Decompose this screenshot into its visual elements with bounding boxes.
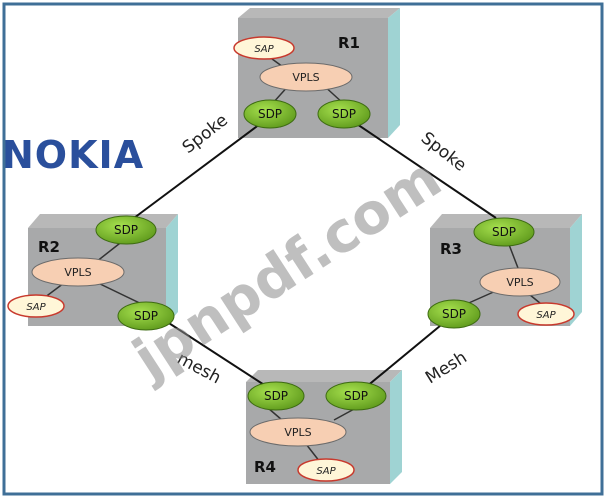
- nokia-logo: NOKIA: [2, 133, 144, 177]
- r4-sap-oval: [297, 458, 355, 482]
- r1-sdp-right-oval: [317, 99, 371, 129]
- r4-sap-label: SAP: [316, 466, 336, 477]
- link-label-r3-r4: Mesh: [422, 348, 471, 389]
- r4-sdp-left-oval: [247, 381, 305, 411]
- r1-sdp-left-label: SDP: [258, 107, 282, 121]
- link-r1-r3: [347, 117, 497, 219]
- r4-vpls-label: VPLS: [284, 426, 311, 439]
- router-r1-top: [238, 8, 400, 18]
- router-r2-label: R2: [38, 238, 60, 256]
- router-r4-side: [390, 370, 402, 484]
- r2-sap-oval: [7, 294, 65, 318]
- router-r2-side: [166, 214, 178, 326]
- r3-sdp-bottom-oval: [427, 299, 481, 329]
- router-r4-label: R4: [254, 458, 276, 476]
- link-r3-r4: [359, 315, 453, 393]
- router-r1-side: [388, 8, 400, 138]
- r1-sap-label: SAP: [254, 44, 274, 55]
- r2-vpls-label: VPLS: [64, 266, 91, 279]
- diagram-frame: [2, 2, 604, 496]
- r3-sdp-top-label: SDP: [492, 225, 516, 239]
- r2-sdp-top-label: SDP: [114, 223, 138, 237]
- link-r1-r2: [133, 117, 269, 219]
- r2-sap-label: SAP: [26, 302, 46, 313]
- r3-sap-oval: [517, 302, 575, 326]
- r3-sdp-top-oval: [473, 217, 535, 247]
- r2-sdp-top-oval: [95, 215, 157, 245]
- r3-vpls-oval: [479, 267, 561, 297]
- router-r3-side: [570, 214, 582, 326]
- r1-sdp-right-label: SDP: [332, 107, 356, 121]
- r4-vpls-oval: [249, 417, 347, 447]
- r4-sdp-right-label: SDP: [344, 389, 368, 403]
- router-r3-label: R3: [440, 240, 462, 258]
- router-r4-top: [246, 370, 402, 382]
- r4-sdp-left-label: SDP: [264, 389, 288, 403]
- r3-vpls-label: VPLS: [506, 276, 533, 289]
- r1-vpls-oval: [259, 62, 353, 92]
- r1-sdp-left-oval: [243, 99, 297, 129]
- r1-sap-oval: [233, 36, 295, 60]
- r3-sdp-bottom-label: SDP: [442, 307, 466, 321]
- router-r1-label: R1: [338, 34, 360, 52]
- r1-vpls-label: VPLS: [292, 71, 319, 84]
- r2-vpls-oval: [31, 257, 125, 287]
- r2-sdp-bottom-oval: [117, 301, 175, 331]
- link-r2-r4: [157, 315, 273, 391]
- r2-sdp-bottom-label: SDP: [134, 309, 158, 323]
- r4-sdp-right-oval: [325, 381, 387, 411]
- r3-sap-label: SAP: [536, 310, 556, 321]
